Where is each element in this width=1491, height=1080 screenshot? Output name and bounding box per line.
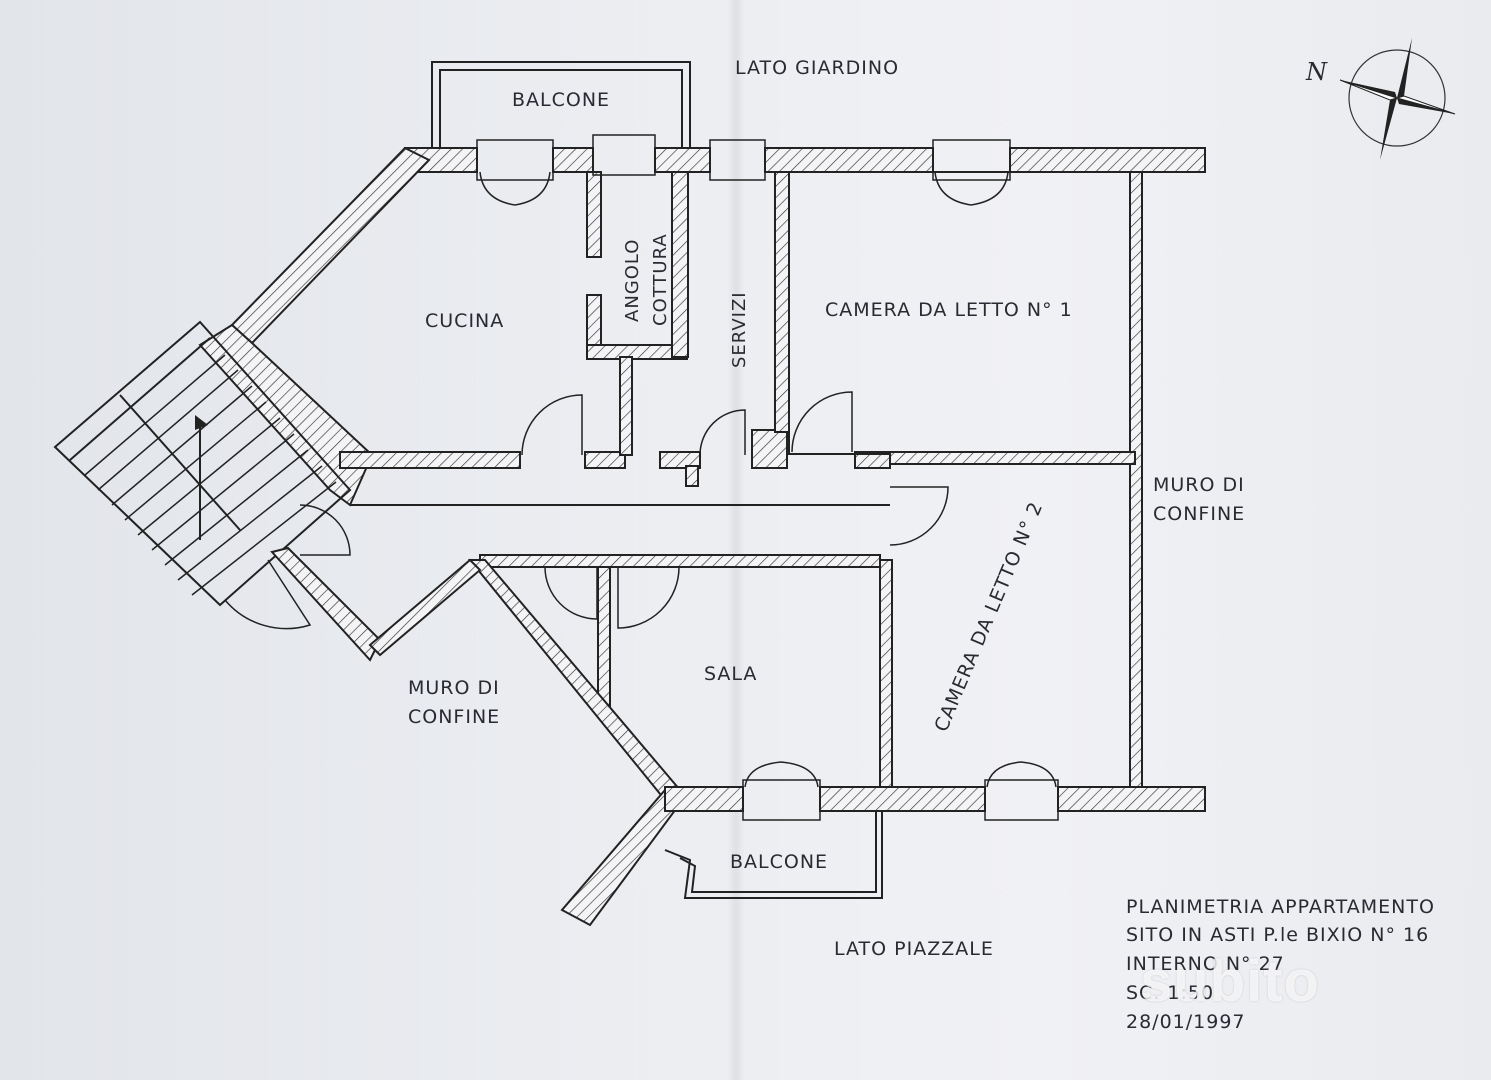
title-line-1: PLANIMETRIA APPARTAMENTO [1126, 896, 1435, 918]
label-balcone-bottom: BALCONE [730, 851, 828, 873]
compass-rose [1339, 38, 1456, 160]
title-line-3: INTERNO N° 27 [1126, 953, 1285, 975]
wall-diagonal-upper [230, 146, 431, 345]
label-muro-right-2: CONFINE [1153, 503, 1245, 525]
staircase [53, 320, 352, 607]
label-muro-right-1: MURO DI [1153, 474, 1245, 496]
label-camera-2: CAMERA DA LETTO N° 2 [930, 498, 1047, 735]
label-muro-left-2: CONFINE [408, 706, 500, 728]
compass-north-letter: N [1305, 58, 1328, 86]
label-lato-giardino: LATO GIARDINO [735, 57, 899, 79]
wall-diagonal-lower [467, 559, 682, 802]
balcony-top [431, 61, 691, 148]
label-cottura: COTTURA [650, 233, 671, 326]
wall-entry-2 [368, 558, 482, 657]
door-swings [224, 391, 949, 630]
title-line-4: SC. 1:50 [1126, 982, 1214, 1004]
label-cucina: CUCINA [425, 310, 504, 332]
windows [476, 134, 1059, 821]
exterior-wall-bottom [664, 786, 1206, 812]
balcony-bottom [664, 811, 883, 899]
label-balcone-top: BALCONE [512, 89, 610, 111]
label-muro-left-1: MURO DI [408, 677, 500, 699]
title-block: PLANIMETRIA APPARTAMENTO SITO IN ASTI P.… [1126, 896, 1435, 1033]
interior-walls [339, 171, 1143, 791]
label-lato-piazzale: LATO PIAZZALE [834, 938, 994, 960]
watermark-logo: subito [1140, 949, 1320, 1014]
label-servizi: SERVIZI [729, 291, 750, 368]
title-line-2: SITO IN ASTI P.le BIXIO N° 16 [1126, 924, 1429, 946]
title-line-5: 28/01/1997 [1126, 1011, 1246, 1033]
wall-entry [270, 546, 382, 662]
exterior-wall-top [404, 147, 1206, 173]
label-angolo: ANGOLO [622, 239, 643, 322]
label-camera-1: CAMERA DA LETTO N° 1 [825, 299, 1073, 321]
label-sala: SALA [704, 663, 757, 685]
